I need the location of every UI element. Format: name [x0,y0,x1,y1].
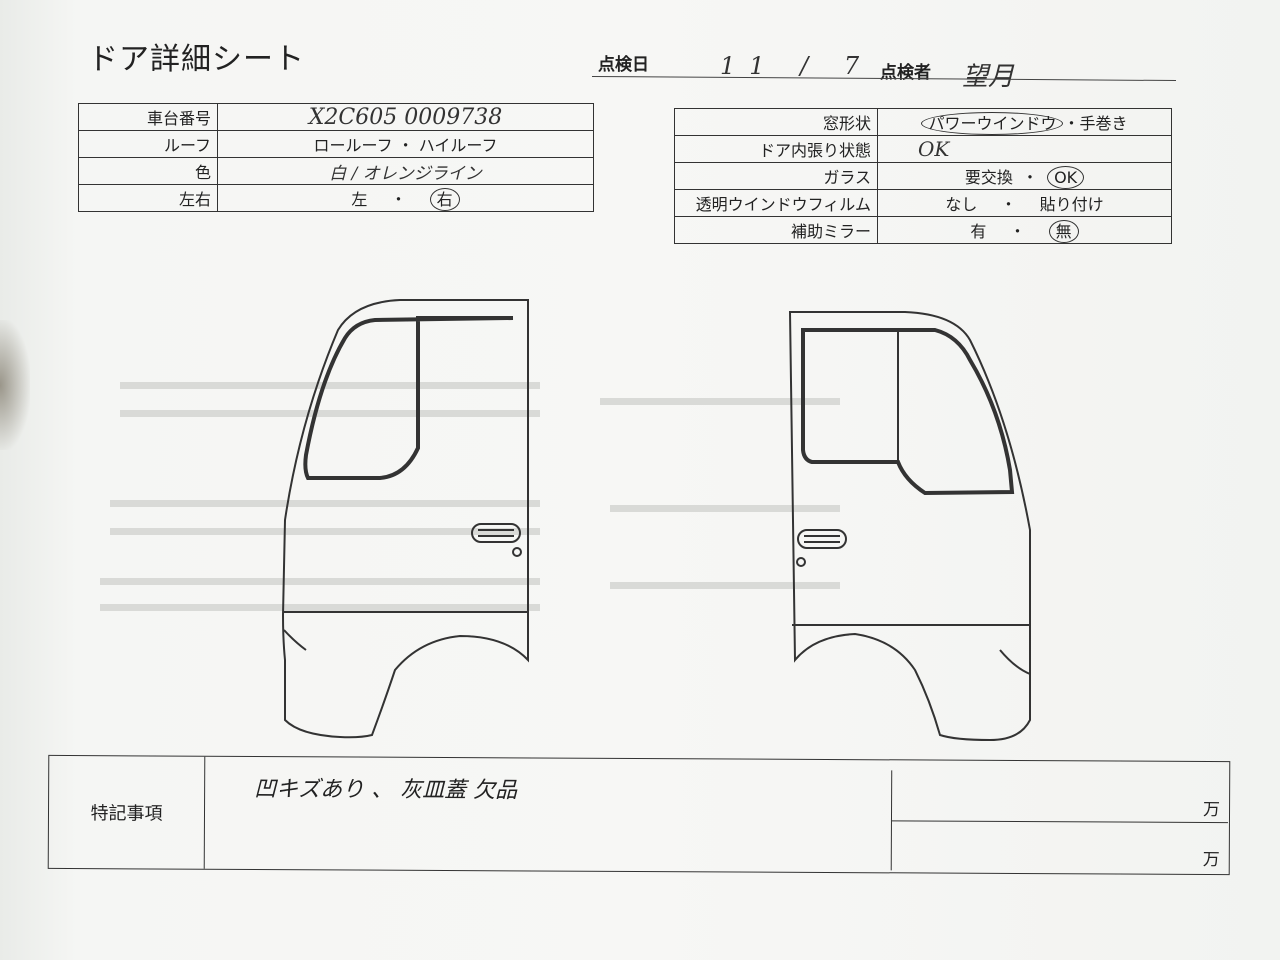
color-label: 色 [78,157,218,185]
film-applied-option: 貼り付け [1039,195,1104,214]
right-door-lamp [999,649,1031,675]
notes-label: 特記事項 [48,755,206,869]
vin-value: X2C605 0009738 [308,104,503,130]
table-row: 左右 左 ・ 右 [78,184,594,212]
right-door-handle [797,529,847,549]
side-label: 左右 [78,184,218,212]
vehicle-info-table: 車台番号 X2C605 0009738 ルーフ ロールーフ ・ ハイルーフ 色 … [78,103,594,212]
bleed-through-line [600,398,840,405]
notes-section: 特記事項 凹キズあり 、 灰皿蓋 欠品 万 万 [47,754,1231,876]
bleed-through-line [110,528,540,535]
right-door-handle-slots [804,535,840,543]
left-door-diagram [281,299,529,739]
vin-label: 車台番号 [78,103,218,131]
right-door-window [801,328,1015,496]
bleed-through-line [100,604,540,611]
window-type-label: 窓形状 [674,108,878,136]
window-separator: ・ [1063,114,1080,133]
bleed-through-line [110,500,540,507]
interior-trim-value: OK [918,137,950,161]
price-box: 万 万 [890,770,1229,873]
aux-mirror-label: 補助ミラー [674,216,878,244]
price-row: 万 [892,820,1228,872]
table-row: 窓形状 パワーウインドウ・手巻き [674,108,1172,136]
power-window-option-circled: パワーウインドウ [921,112,1064,135]
right-door-diagram [788,311,1031,742]
manual-window-option: 手巻き [1079,114,1128,133]
bleed-through-line [100,578,540,585]
bleed-through-line [120,382,540,389]
table-row: ルーフ ロールーフ ・ ハイルーフ [78,130,594,158]
side-left-option: 左 [351,190,368,209]
inspection-date-value: 11 / 7 [720,52,874,80]
film-separator: ・ [1000,195,1017,214]
inspection-date-label: 点検日 [598,55,649,75]
bleed-through-line [610,582,840,589]
table-row: 車台番号 X2C605 0009738 [78,103,594,131]
left-door-window [303,316,514,480]
notes-text: 凹キズあり 、 灰皿蓋 欠品 [254,776,518,804]
left-door-lamp [283,629,307,651]
paper-smudge [0,320,30,450]
mirror-separator: ・ [1009,222,1026,241]
left-door-keyhole [512,547,522,557]
door-info-table: 窓形状 パワーウインドウ・手巻き ドア内張り状態 OK ガラス 要交換 ・ OK… [674,108,1172,244]
table-row: 透明ウインドウフィルム なし ・ 貼り付け [674,189,1172,217]
left-door-handle [471,523,521,543]
price-unit-1: 万 [1202,799,1221,821]
inspector-name: 望月 [962,62,1015,92]
roof-value: ロールーフ ・ ハイルーフ [217,130,594,158]
color-value: 白 / オレンジライン [329,163,482,184]
price-unit-2: 万 [1202,849,1220,871]
price-row: 万 [891,770,1229,824]
film-none-option: なし [945,195,978,214]
right-door-outline [788,311,1031,742]
sheet-title: ドア詳細シート [88,42,305,77]
table-row: ガラス 要交換 ・ OK [674,162,1172,190]
side-right-option-circled: 右 [429,188,460,211]
glass-replace-option: 要交換 [964,168,1013,187]
inspector-label: 点検者 [880,63,931,83]
bleed-through-line [120,410,540,417]
table-row: 補助ミラー 有 ・ 無 [674,216,1172,244]
right-door-keyhole [796,557,806,567]
side-separator: ・ [390,190,407,209]
window-film-label: 透明ウインドウフィルム [674,189,878,217]
glass-separator: ・ [1021,168,1038,187]
left-door-outline [281,299,529,739]
glass-ok-option-circled: OK [1047,166,1085,189]
mirror-yes-option: 有 [970,222,987,241]
left-door-handle-slots [478,529,514,537]
mirror-no-option-circled: 無 [1048,220,1079,243]
bleed-through-line [610,505,840,512]
